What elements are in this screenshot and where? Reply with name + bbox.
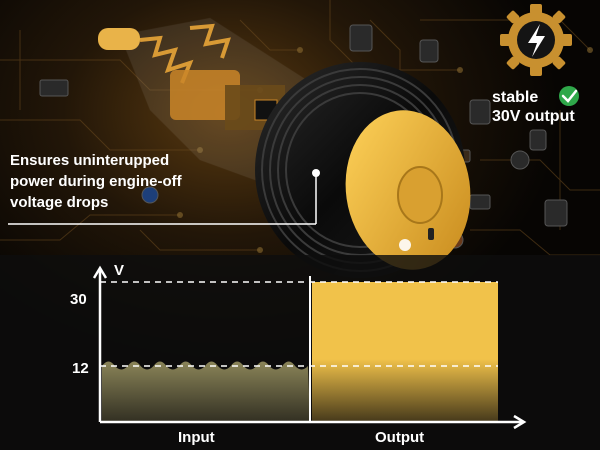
badge-line-1: stable <box>492 89 539 106</box>
x-category-output: Output <box>375 429 425 446</box>
y-tick-label-12: 12 <box>72 360 89 377</box>
check-circle-icon <box>559 86 579 106</box>
callout-text: Ensures uninterupped power during engine… <box>10 150 310 213</box>
x-category-input: Input <box>178 429 215 446</box>
output-voltage-area <box>312 282 498 422</box>
callout-line-3: voltage drops <box>10 194 109 211</box>
input-voltage-area <box>102 361 310 422</box>
charger-illustration <box>98 18 471 278</box>
lightning-gear-icon <box>500 4 572 76</box>
callout-line-1: Ensures uninterupped <box>10 152 170 169</box>
y-axis-arrow <box>92 265 108 279</box>
x-axis-arrow <box>513 414 527 430</box>
stable-output-badge: stable 30V output <box>492 88 592 126</box>
badge-line-2: 30V output <box>492 108 575 125</box>
callout-dot <box>312 169 320 177</box>
callout-line-2: power during engine-off <box>10 173 182 190</box>
y-tick-label-30: 30 <box>70 291 87 308</box>
y-axis-label: V <box>114 262 125 279</box>
